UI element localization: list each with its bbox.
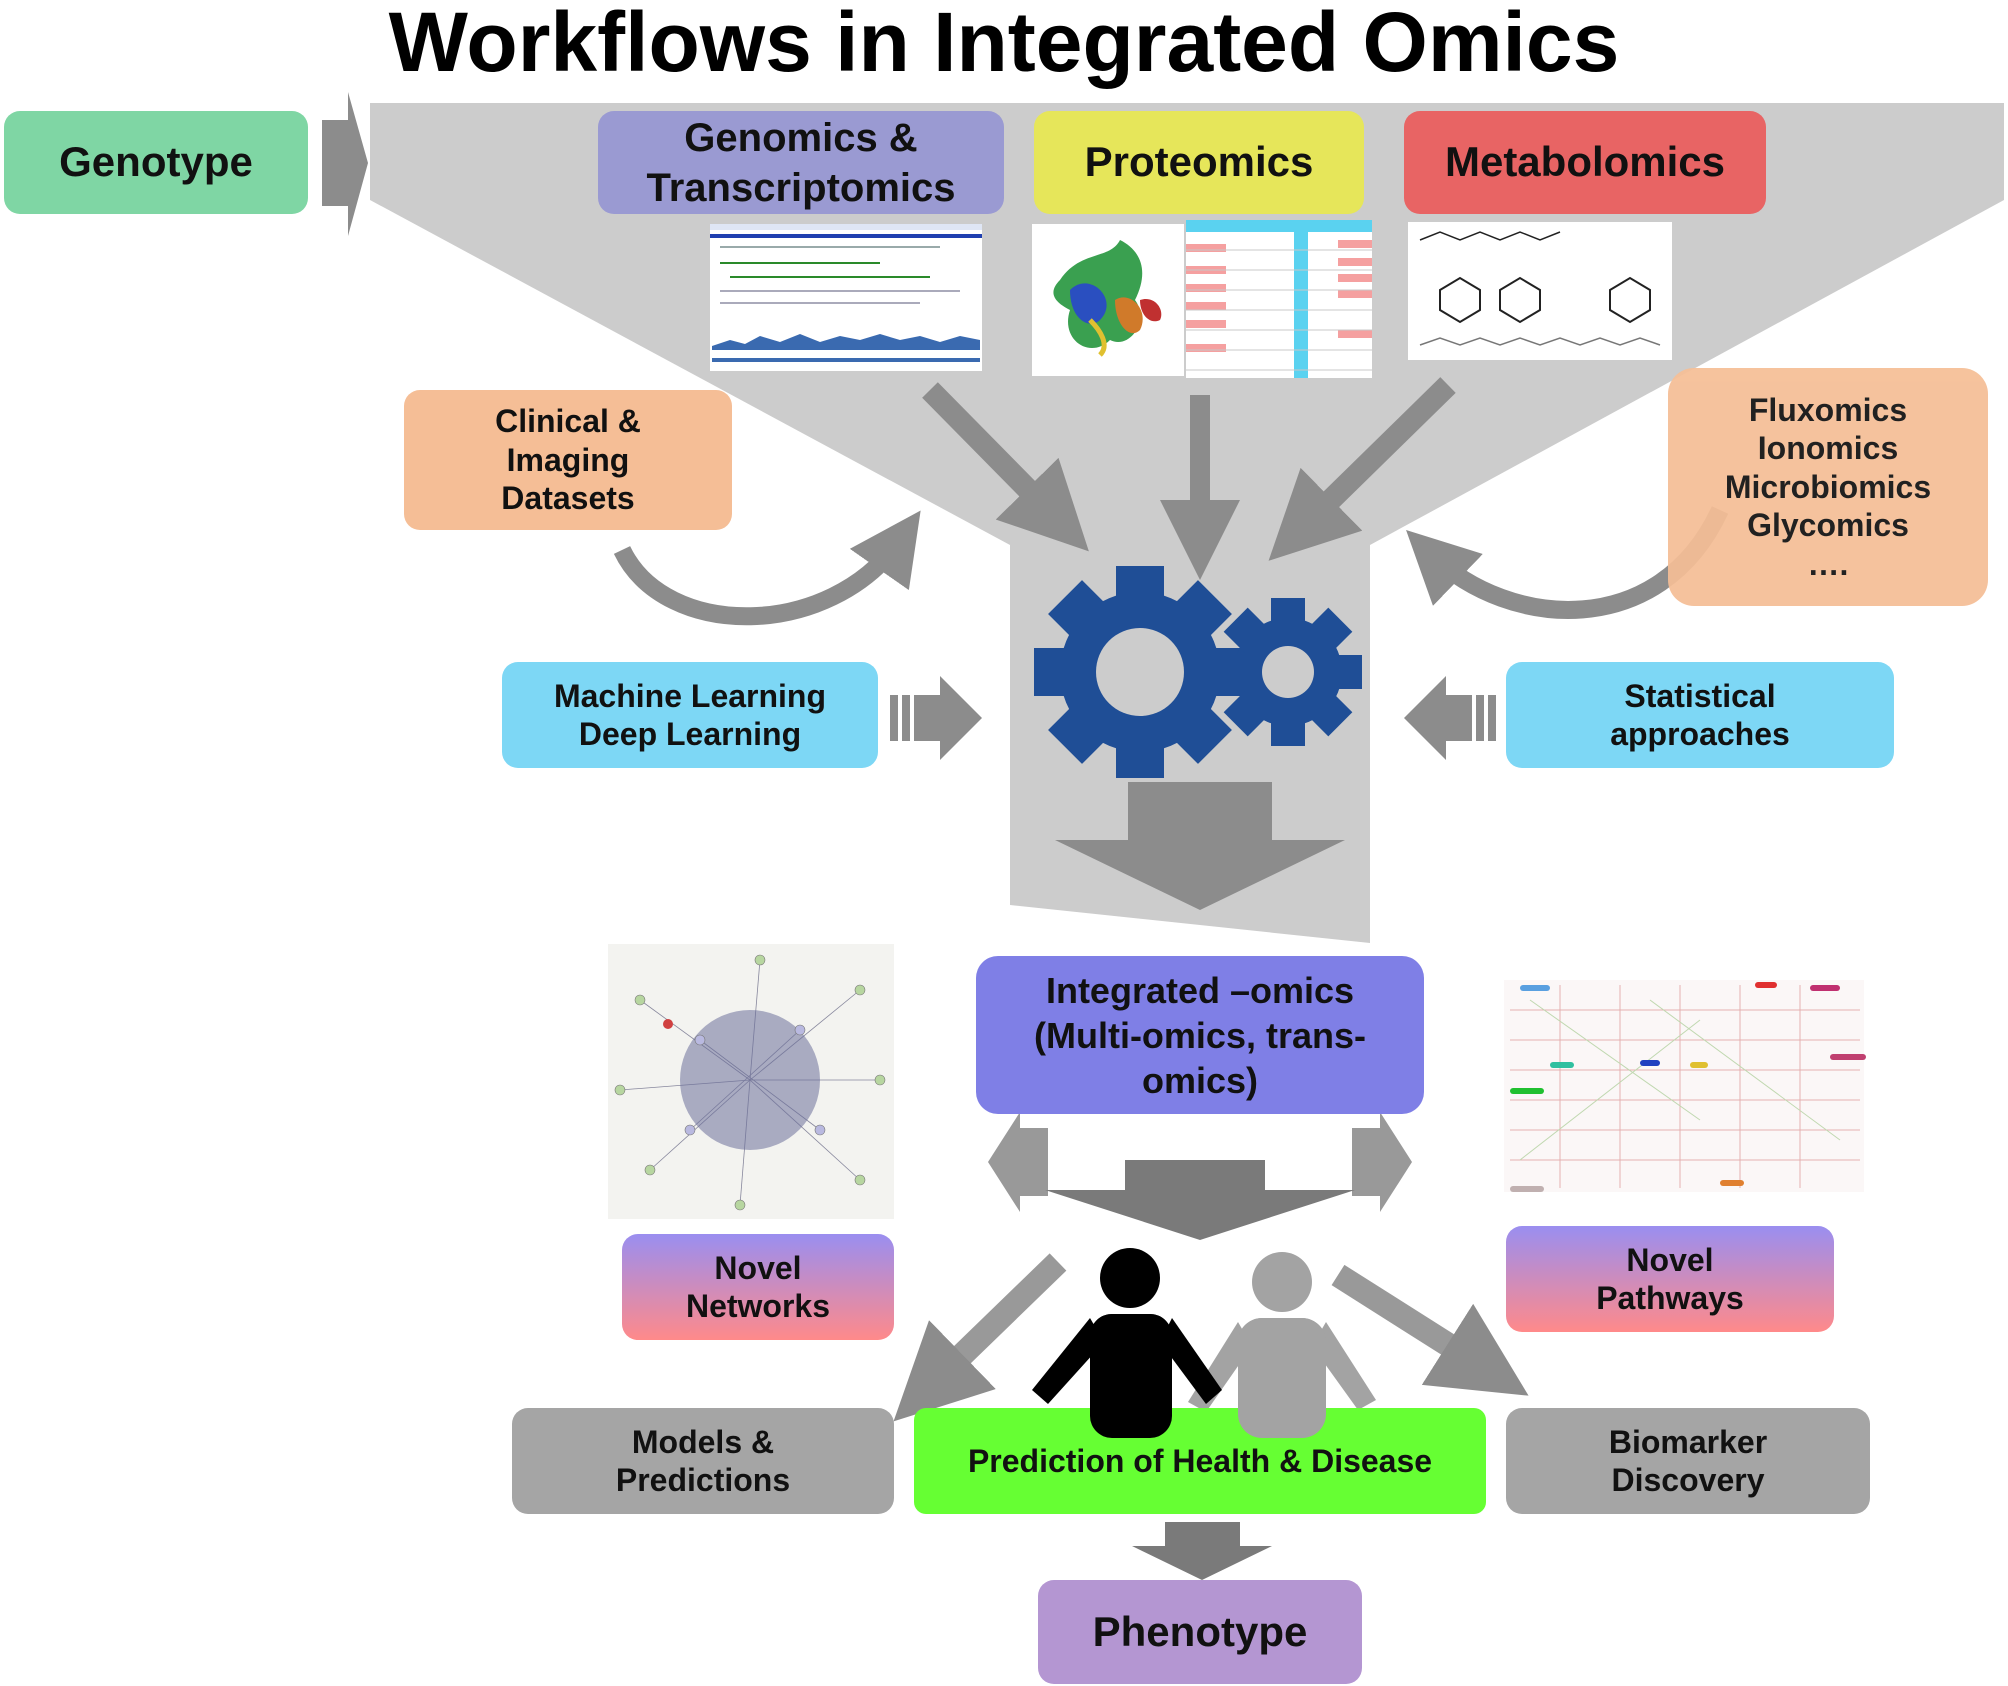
integrated-label-line2: (Multi-omics, trans- <box>1033 1014 1366 1056</box>
novel-pathways-line1: Novel <box>1626 1241 1714 1278</box>
novel-pathways-line2: Pathways <box>1596 1280 1744 1316</box>
metabolomics-label: Metabolomics <box>1444 138 1726 186</box>
integrated-left-arrow <box>988 1112 1048 1212</box>
genotype-label: Genotype <box>59 138 253 186</box>
clinical-curved-arrow <box>613 510 921 626</box>
integrated-right-arrow <box>1352 1112 1412 1212</box>
ml-label-line1: Machine Learning <box>553 677 827 714</box>
clinical-label-line1: Clinical & <box>495 403 641 440</box>
genotype-box: Genotype <box>4 111 308 214</box>
fluxomics-label: Fluxomics <box>1748 392 1908 429</box>
metabolomics-box: Metabolomics <box>1404 111 1766 214</box>
gears-down-arrow <box>1055 782 1345 910</box>
genomics-transcriptomics-box: Genomics & Transcriptomics <box>598 111 1004 214</box>
prediction-down-arrow <box>1132 1522 1272 1580</box>
biomarker-discovery-box: Biomarker Discovery <box>1506 1408 1870 1514</box>
statistical-label-line1: Statistical <box>1624 677 1776 714</box>
phenotype-label: Phenotype <box>1092 1607 1308 1655</box>
machine-learning-box: Machine Learning Deep Learning <box>502 662 878 768</box>
integrated-omics-box: Integrated –omics (Multi-omics, trans- o… <box>976 956 1424 1114</box>
to-models-arrow <box>893 1253 1067 1422</box>
models-label-line2: Predictions <box>615 1462 791 1498</box>
statistical-approaches-box: Statistical approaches <box>1506 662 1894 768</box>
chemical-structure-thumbnail <box>1408 222 1672 360</box>
clinical-label-line2: Imaging <box>506 441 630 478</box>
novel-networks-line2: Networks <box>685 1288 831 1324</box>
microbiomics-label: Microbiomics <box>1724 468 1932 505</box>
protein-structure-icon <box>1032 224 1184 376</box>
prediction-health-disease-box: Prediction of Health & Disease <box>914 1408 1486 1514</box>
genome-browser-thumbnail <box>710 224 982 371</box>
mass-spec-table-thumbnail <box>1186 220 1372 378</box>
proteomics-label: Proteomics <box>1084 138 1314 186</box>
proteomics-box: Proteomics <box>1034 111 1364 214</box>
glycomics-label: Glycomics <box>1747 507 1909 544</box>
network-graph-thumbnail <box>608 944 894 1219</box>
ml-label-line2: Deep Learning <box>578 716 802 752</box>
novel-networks-box: Novel Networks <box>622 1234 894 1340</box>
diagram-title: Workflows in Integrated Omics <box>388 0 1620 89</box>
models-predictions-box: Models & Predictions <box>512 1408 894 1514</box>
statistical-to-gears-arrow <box>1404 676 1496 760</box>
phenotype-box: Phenotype <box>1038 1580 1362 1684</box>
genomics-label-line2: Transcriptomics <box>646 165 956 210</box>
prediction-label: Prediction of Health & Disease <box>967 1442 1433 1479</box>
novel-pathways-box: Novel Pathways <box>1506 1226 1834 1332</box>
models-label-line1: Models & <box>631 1423 775 1460</box>
genotype-arrow <box>322 92 368 236</box>
integrated-down-arrow <box>1045 1160 1355 1240</box>
to-biomarker-arrow <box>1331 1264 1529 1396</box>
ml-to-gears-arrow <box>890 676 982 760</box>
statistical-label-line2: approaches <box>1610 716 1790 752</box>
gears-icon <box>1034 566 1362 778</box>
metabolomics-to-gears-arrow <box>1268 377 1456 561</box>
pathway-map-thumbnail <box>1504 980 1866 1192</box>
integrated-label-line3: omics) <box>1141 1059 1259 1101</box>
ionomics-label: Ionomics <box>1757 430 1899 467</box>
integrated-label-line1: Integrated –omics <box>1045 969 1355 1011</box>
biomarker-label-line2: Discovery <box>1611 1462 1765 1498</box>
other-omics-box: Fluxomics Ionomics Microbiomics Glycomic… <box>1668 368 1988 606</box>
clinical-imaging-box: Clinical & Imaging Datasets <box>404 390 732 530</box>
genomics-to-gears-arrow <box>922 382 1089 552</box>
novel-networks-line1: Novel <box>714 1249 802 1286</box>
clinical-label-line3: Datasets <box>501 480 635 517</box>
genomics-label-line1: Genomics & <box>684 115 918 160</box>
ellipsis-label: …. <box>1807 545 1849 582</box>
biomarker-label-line1: Biomarker <box>1608 1423 1768 1460</box>
